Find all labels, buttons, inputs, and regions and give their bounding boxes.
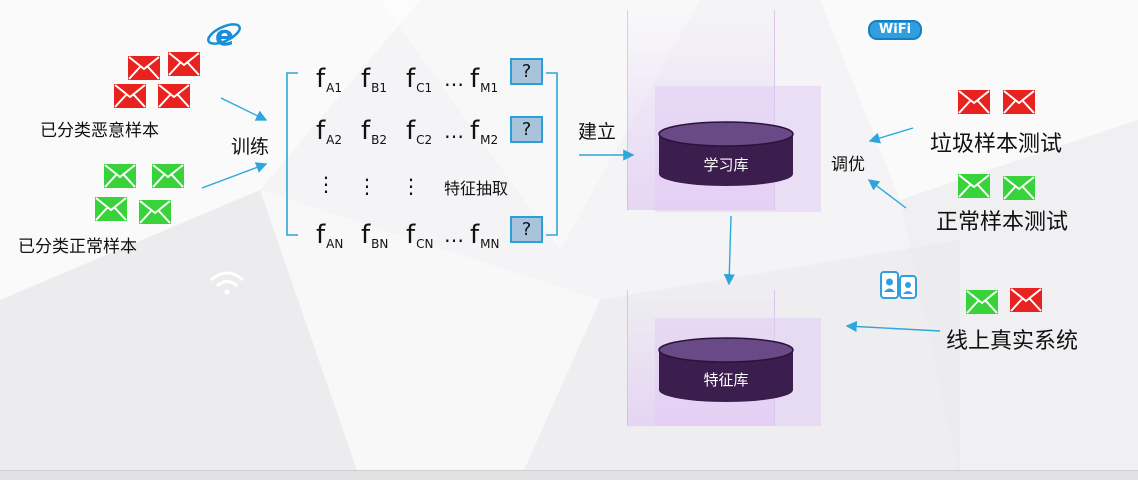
learning-db-label: 学习库: [703, 156, 749, 174]
mail-icon: [128, 56, 160, 80]
feature-cell: fC2: [406, 116, 433, 147]
tune-label: 调优: [831, 155, 865, 175]
mail-icon: [158, 84, 190, 108]
arrow-normal-test-to-tune: [867, 179, 907, 209]
label-unknown-box: ?: [510, 58, 543, 85]
label-unknown-box: ?: [510, 116, 543, 143]
learning-db: [658, 121, 794, 186]
feature-cell: fAN: [316, 220, 344, 251]
wifi-watermark-icon: [210, 271, 244, 295]
feature-cell: fMN: [470, 220, 500, 251]
mail-icon: [958, 90, 990, 114]
mail-icon: [966, 290, 998, 314]
ellipsis: …: [444, 223, 464, 247]
feature-cell: fB1: [361, 64, 388, 95]
feature-cell: fA2: [316, 116, 342, 147]
arrow-malicious-to-train: [220, 97, 268, 121]
build-label: 建立: [578, 121, 617, 143]
mail-icon: [152, 164, 184, 188]
feature-cell: fCN: [406, 220, 434, 251]
mail-icon: [1010, 288, 1042, 312]
mail-icon: [114, 84, 146, 108]
mail-icon: [1003, 176, 1035, 200]
classified-malicious-label: 已分类恶意样本: [40, 121, 159, 141]
ie-icon: e: [207, 19, 241, 51]
arrow-live-to-feature: [845, 320, 941, 333]
arrow-spam-test-to-tune: [868, 127, 914, 144]
bottom-bar: [0, 470, 1138, 480]
matrix-bracket-right: [546, 72, 558, 236]
feature-cell: fB2: [361, 116, 388, 147]
matrix-bracket-left: [286, 72, 298, 236]
mobile-users-icon: [880, 271, 917, 299]
mail-icon: [1003, 90, 1035, 114]
arrow-normal-to-train: [201, 162, 268, 189]
ellipsis: …: [444, 67, 464, 91]
feature-cell: fC1: [406, 64, 433, 95]
wifi-label: WiFi: [878, 22, 912, 37]
ellipsis: …: [444, 119, 464, 143]
mail-icon: [958, 174, 990, 198]
arrow-learn-to-feature: [723, 215, 735, 286]
mail-icon: [104, 164, 136, 188]
live-system-label: 线上真实系统: [946, 329, 1079, 354]
label-unknown-box: ?: [510, 216, 543, 243]
feature-db: [658, 337, 794, 402]
svg-text:e: e: [215, 19, 234, 51]
spam-test-label: 垃圾样本测试: [930, 132, 1063, 157]
feature-cell: fM2: [470, 116, 499, 147]
normal-test-label: 正常样本测试: [936, 210, 1069, 235]
mail-icon: [139, 200, 171, 224]
train-label: 训练: [231, 136, 270, 158]
feature-extract-label: 特征抽取: [444, 179, 509, 198]
feature-cell: fM1: [470, 64, 499, 95]
mail-icon: [95, 197, 127, 221]
wifi-icon: WiFi: [868, 20, 922, 40]
vertical-dots: ⋮: [401, 174, 421, 198]
classified-normal-label: 已分类正常样本: [18, 237, 137, 257]
mail-icon: [168, 52, 200, 76]
feature-db-label: 特征库: [703, 371, 749, 389]
feature-cell: fA1: [316, 64, 342, 95]
vertical-dots: ⋮: [357, 174, 377, 198]
feature-cell: fBN: [361, 220, 389, 251]
vertical-dots: ⋮: [316, 172, 336, 196]
